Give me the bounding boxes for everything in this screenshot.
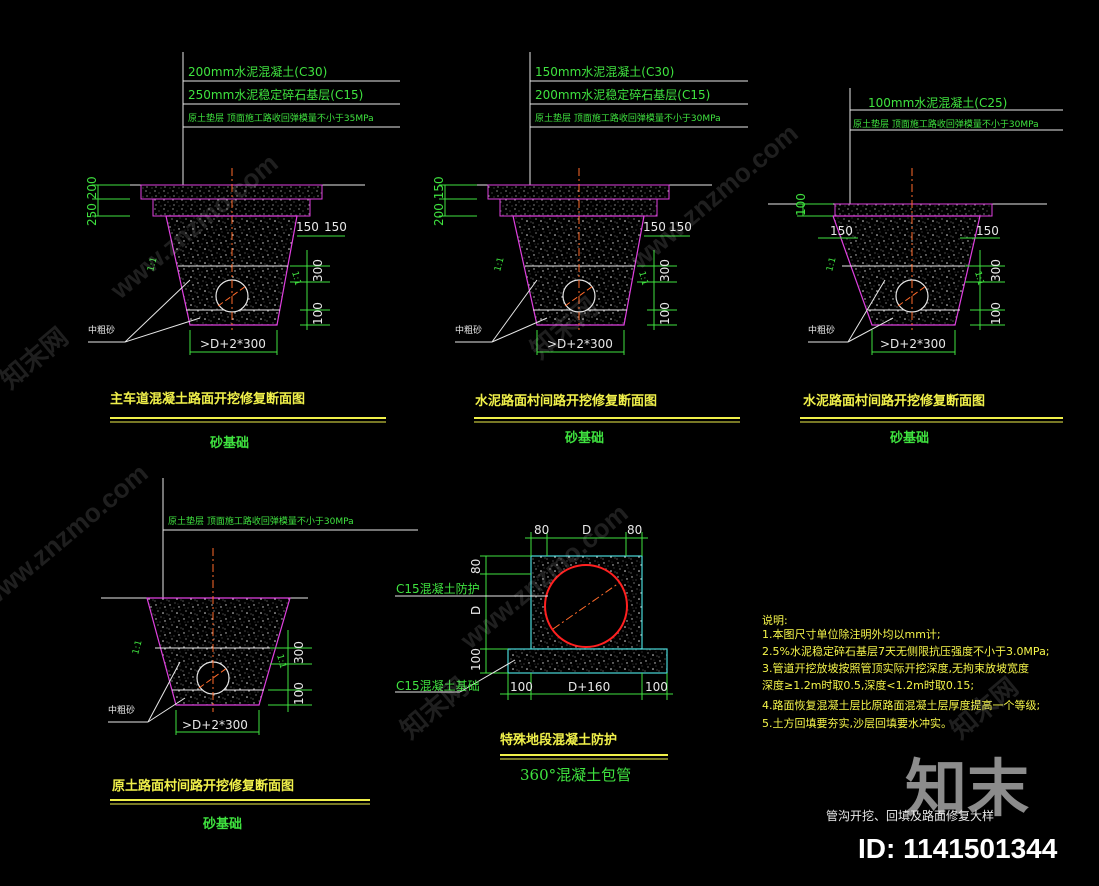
section-title: 水泥路面村间路开挖修复断面图 (803, 393, 985, 409)
slope-label: 1:1 (146, 256, 159, 273)
callout-label: C15混凝土基础 (396, 678, 480, 693)
dim-label: 150 (643, 220, 666, 234)
slope-label: 1:1 (636, 270, 649, 287)
dim-label: 150 (669, 220, 692, 234)
note-line: 1.本图尺寸单位除注明外均以mm计; (762, 627, 941, 641)
slope-label: 1:1 (289, 270, 302, 287)
section-4-earth-village-road: 原土垫层 顶面施工路收回弹模量不小于30MPa 300 100 1:1 1:1 … (101, 478, 418, 832)
layer-label: 250mm水泥稳定碎石基层(C15) (188, 87, 363, 102)
dim-label: 300 (311, 259, 325, 282)
dim-label: >D+2*300 (547, 337, 613, 351)
dim-label: 300 (989, 259, 1003, 282)
section-5-concrete-encasement: 80 D 80 80 D 100 C15混凝土防护 C15混凝土基础 100 D… (395, 523, 673, 784)
sand-label: 中粗砂 (88, 324, 115, 336)
image-id: ID: 1141501344 (858, 833, 1058, 864)
sand-label: 中粗砂 (108, 704, 135, 716)
notes-heading: 说明: (762, 613, 788, 627)
dim-label: 150 (830, 224, 853, 238)
dim-label: 200 150 (432, 176, 446, 226)
dim-label: 100 (292, 682, 306, 705)
note-line: 4.路面恢复混凝土层比原路面混凝土层厚度提高一个等级; (762, 698, 1040, 712)
dim-label: 80 (469, 559, 483, 574)
slope-label: 1:1 (131, 639, 144, 656)
dim-label: 100 (989, 302, 1003, 325)
layer-label: 200mm水泥混凝土(C30) (188, 64, 327, 79)
section-title: 特殊地段混凝土防护 (500, 732, 617, 748)
note-line: 2.5%水泥稳定碎石基层7天无侧限抗压强度不小于3.0MPa; (762, 644, 1050, 658)
dim-label: 150 (976, 224, 999, 238)
section-subtitle: 砂基础 (889, 430, 929, 446)
section-1-main-road: 200mm水泥混凝土(C30) 250mm水泥稳定碎石基层(C15) 原土垫层 … (85, 52, 400, 451)
dim-label: 100 (311, 302, 325, 325)
dim-label: 100 (645, 680, 668, 694)
section-title: 主车道混凝土路面开挖修复断面图 (110, 391, 305, 407)
dim-label: 150 (324, 220, 347, 234)
dim-label: 300 (292, 641, 306, 664)
note-line: 5.土方回填要夯实,沙层回填要水冲实。 (762, 716, 952, 730)
drawing-caption: 管沟开挖、回填及路面修复大样 (826, 808, 994, 823)
dim-label: >D+2*300 (880, 337, 946, 351)
dim-label: 80 (534, 523, 549, 537)
dim-label: >D+2*300 (182, 718, 248, 732)
sand-label: 中粗砂 (455, 324, 482, 336)
layer-label: 150mm水泥混凝土(C30) (535, 64, 674, 79)
watermark-text: www.znzmo.com (0, 458, 154, 616)
dim-label: D+160 (568, 680, 610, 694)
brand-logo: 知末 (905, 755, 1029, 824)
watermark-text: 知末网 (0, 321, 74, 394)
dim-label: 100 (658, 302, 672, 325)
slope-label: 1:1 (825, 256, 838, 273)
sand-label: 中粗砂 (808, 324, 835, 336)
section-subtitle: 砂基础 (564, 430, 604, 446)
dim-label: >D+2*300 (200, 337, 266, 351)
section-2-cement-village-road: 150mm水泥混凝土(C30) 200mm水泥稳定碎石基层(C15) 原土垫层 … (432, 52, 748, 446)
dim-label: 150 (296, 220, 319, 234)
note-line: 深度≥1.2m时取0.5,深度<1.2m时取0.15; (762, 678, 974, 692)
dim-label: 100 (794, 193, 808, 216)
section-3-cement-village-road: 100mm水泥混凝土(C25) 原土垫层 顶面施工路收回弹模量不小于30MPa … (768, 88, 1063, 446)
layer-label: 原土垫层 顶面施工路收回弹模量不小于30MPa (535, 112, 721, 124)
layer-label: 原土垫层 顶面施工路收回弹模量不小于30MPa (853, 118, 1039, 130)
section-subtitle: 360°混凝土包管 (520, 766, 631, 784)
dim-label: 100 (510, 680, 533, 694)
callout-label: C15混凝土防护 (396, 581, 480, 596)
section-title: 水泥路面村间路开挖修复断面图 (475, 393, 657, 409)
layer-label: 200mm水泥稳定碎石基层(C15) (535, 87, 710, 102)
layer-label: 原土垫层 顶面施工路收回弹模量不小于30MPa (168, 515, 354, 527)
layer-label: 100mm水泥混凝土(C25) (868, 95, 1007, 110)
section-subtitle: 砂基础 (202, 816, 242, 832)
dim-label: D (469, 606, 483, 615)
dim-label: 300 (658, 259, 672, 282)
dim-label: 80 (627, 523, 642, 537)
dim-label: 100 (469, 648, 483, 671)
note-line: 3.管道开挖放坡按照管顶实际开挖深度,无拘束放坡宽度 (762, 661, 1029, 675)
section-title: 原土路面村间路开挖修复断面图 (112, 778, 294, 794)
dim-label: D (582, 523, 591, 537)
section-subtitle: 砂基础 (209, 435, 249, 451)
slope-label: 1:1 (493, 256, 506, 273)
slope-label: 1:1 (274, 653, 287, 670)
layer-label: 原土垫层 顶面施工路收回弹模量不小于35MPa (188, 112, 374, 124)
notes-block: 说明: 1.本图尺寸单位除注明外均以mm计; 2.5%水泥稳定碎石基层7天无侧限… (762, 613, 1050, 730)
slope-label: 1:1 (972, 270, 985, 287)
dim-label: 250 200 (85, 176, 99, 226)
